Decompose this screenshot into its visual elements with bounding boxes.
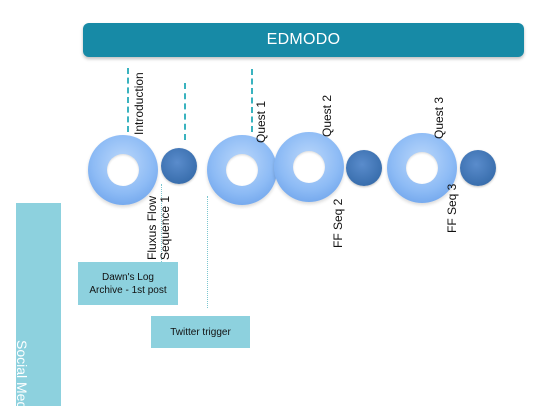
connector-dawns-log bbox=[161, 184, 162, 262]
dawns-log-line1: Dawn's Log bbox=[102, 271, 154, 283]
ff-seq2-label: FF Seq 2 bbox=[331, 198, 345, 248]
connector-quest1 bbox=[251, 69, 253, 132]
ff-seq2-node bbox=[346, 150, 382, 186]
ff-seq3-node bbox=[460, 150, 496, 186]
dawns-log-line2: Archive - 1st post bbox=[89, 284, 167, 296]
quest2-label: Quest 2 bbox=[320, 94, 334, 137]
edmodo-bar: EDMODO bbox=[83, 23, 524, 57]
introduction-node bbox=[88, 135, 158, 205]
fluxus-flow-node bbox=[161, 148, 197, 184]
social-media-label: Social Media bbox=[14, 340, 30, 420]
quest2-node bbox=[274, 132, 344, 202]
connector-twitter bbox=[207, 196, 208, 308]
social-media-panel bbox=[16, 203, 61, 406]
introduction-label: Introduction bbox=[132, 72, 146, 135]
twitter-trigger-text: Twitter trigger bbox=[170, 326, 231, 338]
edmodo-title: EDMODO bbox=[266, 31, 341, 48]
connector-fluxus bbox=[184, 83, 186, 140]
quest3-label: Quest 3 bbox=[432, 96, 446, 139]
quest1-node bbox=[207, 135, 277, 205]
ff-seq3-label: FF Seq 3 bbox=[445, 183, 459, 233]
fluxus-flow-label-line2: Sequence 1 bbox=[158, 195, 172, 260]
dawns-log-note: Dawn's Log Archive - 1st post bbox=[78, 262, 178, 305]
quest3-node bbox=[387, 133, 457, 203]
twitter-trigger-note: Twitter trigger bbox=[151, 316, 250, 348]
connector-introduction bbox=[127, 68, 129, 132]
quest1-label: Quest 1 bbox=[254, 100, 268, 143]
fluxus-flow-label: Fluxus Flow Sequence 1 bbox=[145, 195, 172, 260]
